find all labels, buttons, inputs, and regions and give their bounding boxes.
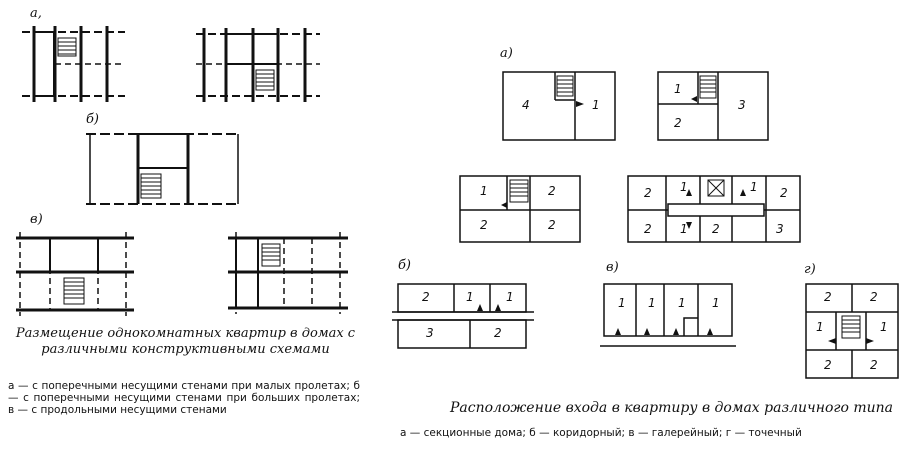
room-number: 2 xyxy=(780,186,788,200)
room-number: 2 xyxy=(870,290,878,304)
room-number: 2 xyxy=(824,358,832,372)
room-number: 1 xyxy=(678,296,686,310)
plan-left-v2 xyxy=(228,232,348,314)
right-figure-legend: а — секционные дома; б — коридорный; в —… xyxy=(400,427,802,439)
room-number: 2 xyxy=(548,218,556,232)
room-number: 2 xyxy=(548,184,556,198)
room-number: 1 xyxy=(816,320,824,334)
room-number: 2 xyxy=(480,218,488,232)
room-number: 1 xyxy=(674,82,682,96)
plan-left-b xyxy=(86,133,240,205)
label-right-g: г) xyxy=(804,262,816,277)
room-number: 2 xyxy=(644,186,652,200)
plan-right-a3 xyxy=(459,175,581,243)
room-number: 2 xyxy=(674,116,682,130)
room-number: 1 xyxy=(680,222,688,236)
plan-right-a2 xyxy=(657,71,769,141)
room-number: 2 xyxy=(870,358,878,372)
room-number: 3 xyxy=(738,98,746,112)
left-figure-legend: а — с поперечными несущими стенами при м… xyxy=(8,380,360,416)
label-left-a: а, xyxy=(30,6,42,21)
room-number: 3 xyxy=(426,326,434,340)
left-figure-caption: Размещение однокомнатных квартир в домах… xyxy=(15,326,356,357)
room-number: 2 xyxy=(824,290,832,304)
plan-right-b xyxy=(392,283,534,349)
room-number: 2 xyxy=(712,222,720,236)
room-number: 1 xyxy=(750,180,758,194)
room-number: 1 xyxy=(712,296,720,310)
plan-left-v1 xyxy=(16,232,134,316)
room-number: 1 xyxy=(648,296,656,310)
plan-left-a2 xyxy=(196,28,320,102)
room-number: 1 xyxy=(592,98,600,112)
label-left-v: в) xyxy=(30,212,43,227)
plan-right-g xyxy=(805,283,899,379)
label-right-b: б) xyxy=(398,258,412,273)
plan-left-a1 xyxy=(22,26,125,102)
room-number: 1 xyxy=(466,290,474,304)
room-number: 1 xyxy=(880,320,888,334)
room-number: 1 xyxy=(480,184,488,198)
room-number: 2 xyxy=(422,290,430,304)
room-number: 2 xyxy=(644,222,652,236)
plan-right-a4 xyxy=(627,175,801,243)
label-right-a: а) xyxy=(500,46,513,61)
room-number: 1 xyxy=(680,180,688,194)
room-number: 3 xyxy=(776,222,784,236)
plan-right-a1 xyxy=(502,71,616,141)
plan-right-v xyxy=(600,283,736,347)
right-figure-caption: Расположение входа в квартиру в домах ра… xyxy=(450,400,893,416)
room-number: 1 xyxy=(506,290,514,304)
room-number: 2 xyxy=(494,326,502,340)
room-number: 4 xyxy=(522,98,530,112)
room-number: 1 xyxy=(618,296,626,310)
label-right-v: в) xyxy=(606,260,619,275)
label-left-b: б) xyxy=(86,112,100,127)
